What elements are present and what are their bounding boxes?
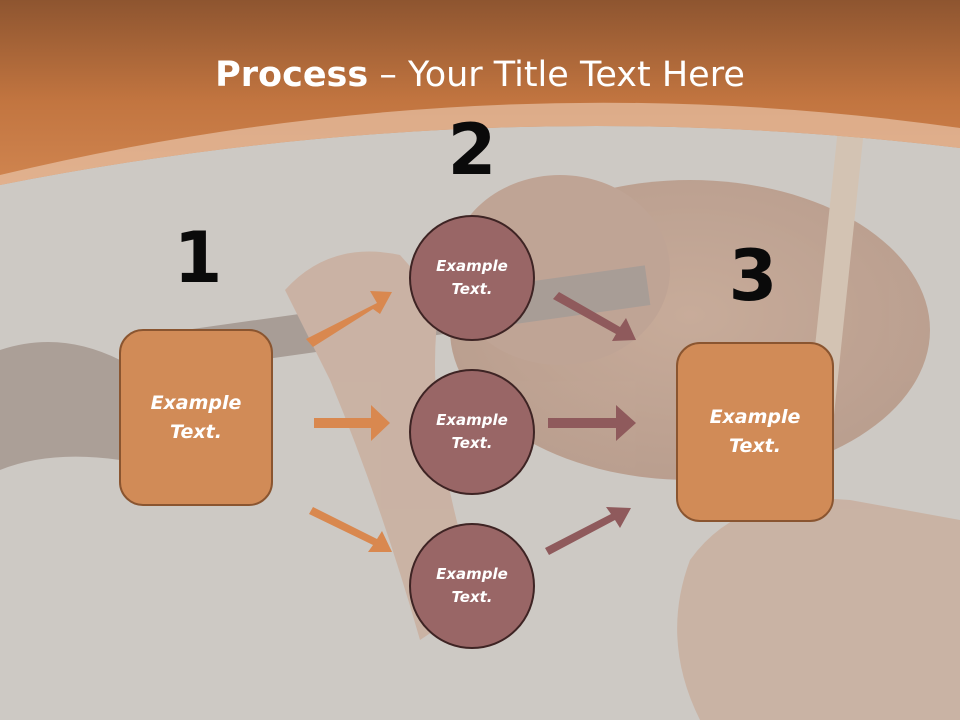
mauve-arrows xyxy=(545,292,636,555)
step-2-circle-3: Example Text. xyxy=(409,523,535,649)
circle-2-label: Example Text. xyxy=(436,411,508,452)
step-3-box: Example Text. xyxy=(676,342,834,522)
step-2-circle-1: Example Text. xyxy=(409,215,535,341)
arrow-to-circle-3 xyxy=(309,507,392,552)
slide-title: Process – Your Title Text Here xyxy=(0,52,960,98)
title-bold: Process xyxy=(215,55,369,95)
step-3-label: Example Text. xyxy=(709,406,801,457)
title-rest: – Your Title Text Here xyxy=(368,55,745,95)
arrow-from-circle-2 xyxy=(548,405,636,441)
step-2-circle-2: Example Text. xyxy=(409,369,535,495)
step-1-box: Example Text. xyxy=(119,329,273,506)
step-number-2: 2 xyxy=(447,109,497,191)
arrow-to-circle-2 xyxy=(314,405,390,441)
arrow-from-circle-1 xyxy=(553,292,636,341)
circle-1-label: Example Text. xyxy=(436,257,508,298)
arrow-to-circle-1 xyxy=(306,291,392,347)
arrow-from-circle-3 xyxy=(545,507,631,555)
step-number-3: 3 xyxy=(728,235,778,317)
step-number-1: 1 xyxy=(173,217,223,299)
orange-arrows xyxy=(306,291,392,552)
step-1-label: Example Text. xyxy=(150,391,242,443)
circle-3-label: Example Text. xyxy=(436,565,508,606)
